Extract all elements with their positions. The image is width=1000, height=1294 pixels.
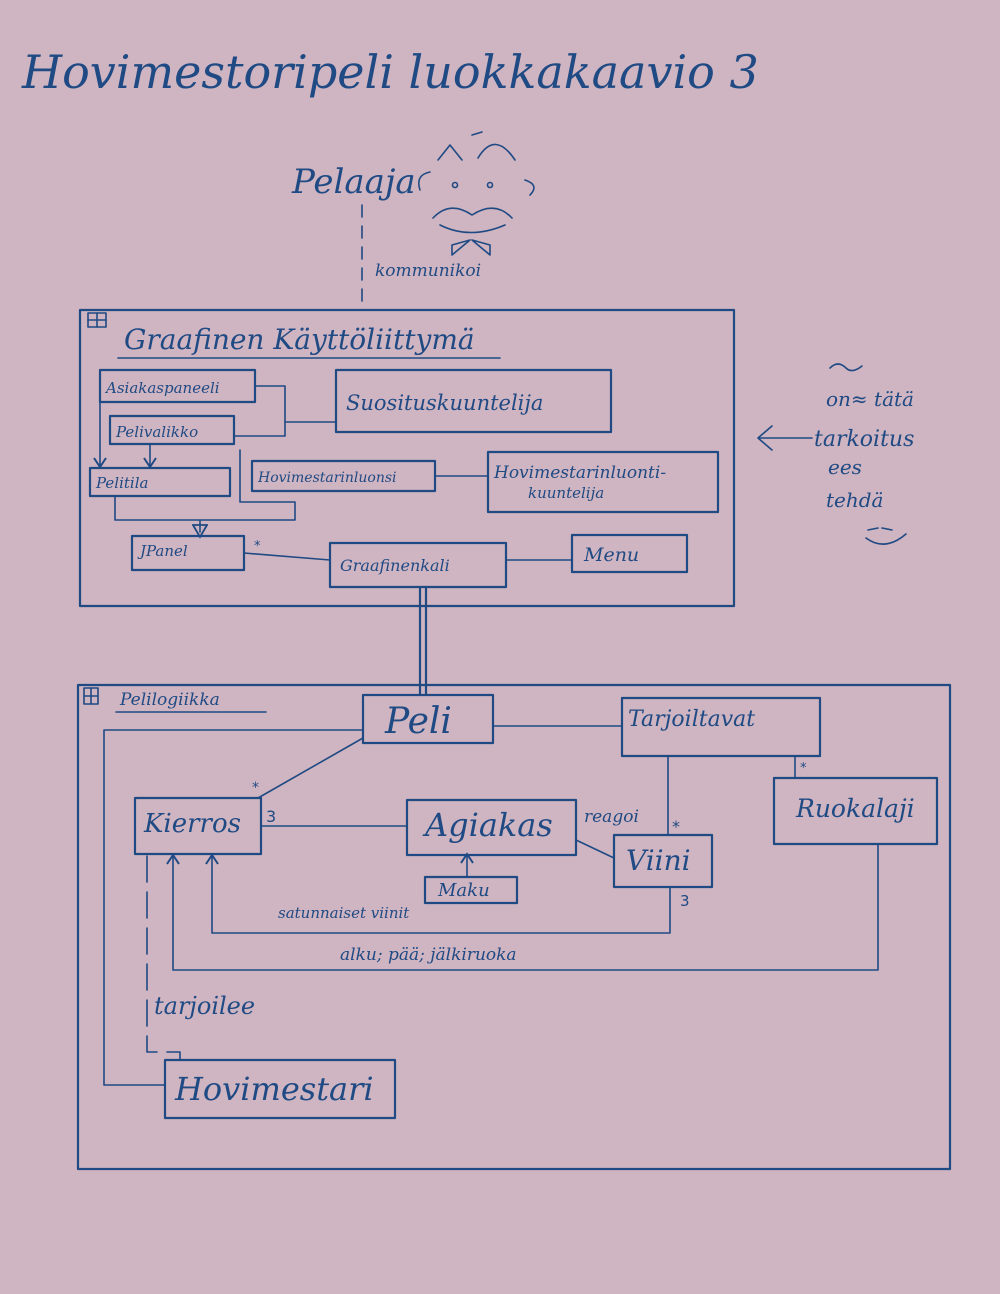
multiplicity-ruokalaji-star: * — [800, 761, 807, 776]
label-satunnaiset-viinit: satunnaiset viinit — [278, 904, 410, 922]
relation-kommunikoi: kommunikoi — [375, 261, 481, 281]
label-tarjoilee: tarjoilee — [154, 992, 255, 1020]
butler-face-icon — [417, 131, 535, 256]
class-name: Suosituskuuntelija — [346, 391, 543, 415]
class-name: Kierros — [143, 809, 241, 839]
class-name: Viini — [626, 844, 691, 877]
class-name: JPanel — [137, 542, 188, 560]
diagram-title: Hovimestoripeli luokkakaavio 3 — [21, 45, 759, 99]
actor-label: Pelaaja — [291, 162, 416, 202]
class-suosituskuuntelija: Suosituskuuntelija — [334, 368, 613, 434]
class-name: Tarjoiltavat — [628, 707, 755, 732]
note-line-2: tarkoitus — [814, 427, 914, 452]
class-viini: Viini — [612, 833, 714, 889]
label-reagoi: reagoi — [584, 807, 639, 827]
label-ruokalajit: alku; pää; jälkiruoka — [340, 945, 517, 965]
class-agiakas: Agiakas — [405, 798, 578, 857]
class-peli: Peli — [361, 693, 495, 745]
class-name-line-1: Hovimestarinluonti- — [493, 463, 666, 483]
side-note: on≈ tätä tarkoitus ees tehdä — [757, 363, 914, 545]
class-hovimestarinluonsi: Hovimestarinluonsi — [250, 459, 437, 493]
multiplicity-kierros-three: 3 — [266, 807, 276, 826]
multiplicity-jpanel: * — [254, 539, 261, 554]
class-ruokalaji: Ruokalaji — [772, 776, 939, 846]
class-asiakaspaneeli: Asiakaspaneeli — [98, 368, 257, 404]
note-line-4: tehdä — [826, 488, 883, 512]
class-kierros: Kierros — [133, 796, 263, 856]
class-name-line-2: kuuntelija — [528, 484, 604, 502]
class-graafinenkali: Graafinenkali — [328, 541, 508, 589]
class-name: Ruokalaji — [795, 794, 915, 823]
class-name: Hovimestarinluonsi — [257, 470, 397, 486]
smiley-icon — [865, 527, 907, 545]
class-name: Menu — [583, 544, 639, 566]
class-hovimestarinkuuntelija: Hovimestarinluonti- kuuntelija — [486, 450, 720, 514]
class-pelivalikko: Pelivalikko — [108, 414, 236, 446]
class-maku: Maku — [423, 875, 519, 905]
package-connector — [418, 585, 428, 697]
multiplicity-viini-star: * — [672, 817, 680, 836]
class-jpanel: JPanel — [130, 534, 246, 572]
class-pelitila: Pelitila — [88, 466, 232, 498]
class-name: Pelitila — [95, 474, 148, 492]
multiplicity-kierros-star: * — [252, 780, 259, 796]
class-name: Agiakas — [422, 806, 553, 844]
multiplicity-viini-three: 3 — [680, 892, 690, 910]
gui-associations — [93, 385, 573, 561]
class-name: Maku — [437, 880, 490, 901]
note-line-1: on≈ tätä — [826, 387, 914, 411]
gui-package: Graafinen Käyttöliittymä — [78, 308, 736, 608]
logic-package-title: Pelilogiikka — [119, 690, 220, 710]
logic-package: Pelilogiikka — [76, 683, 952, 1171]
arrow-left-icon — [757, 425, 813, 451]
class-name: Peli — [384, 701, 452, 742]
class-name: Asiakaspaneeli — [104, 379, 220, 397]
class-tarjoiltavat: Tarjoiltavat — [620, 696, 822, 758]
class-name: Hovimestari — [174, 1070, 374, 1108]
class-hovimestari: Hovimestari — [163, 1058, 397, 1120]
class-name: Pelivalikko — [115, 423, 198, 441]
class-menu: Menu — [570, 533, 689, 574]
class-name: Graafinenkali — [340, 556, 450, 575]
gui-package-title: Graafinen Käyttöliittymä — [124, 323, 475, 356]
note-line-3: ees — [828, 455, 862, 479]
logic-associations — [103, 725, 879, 1086]
